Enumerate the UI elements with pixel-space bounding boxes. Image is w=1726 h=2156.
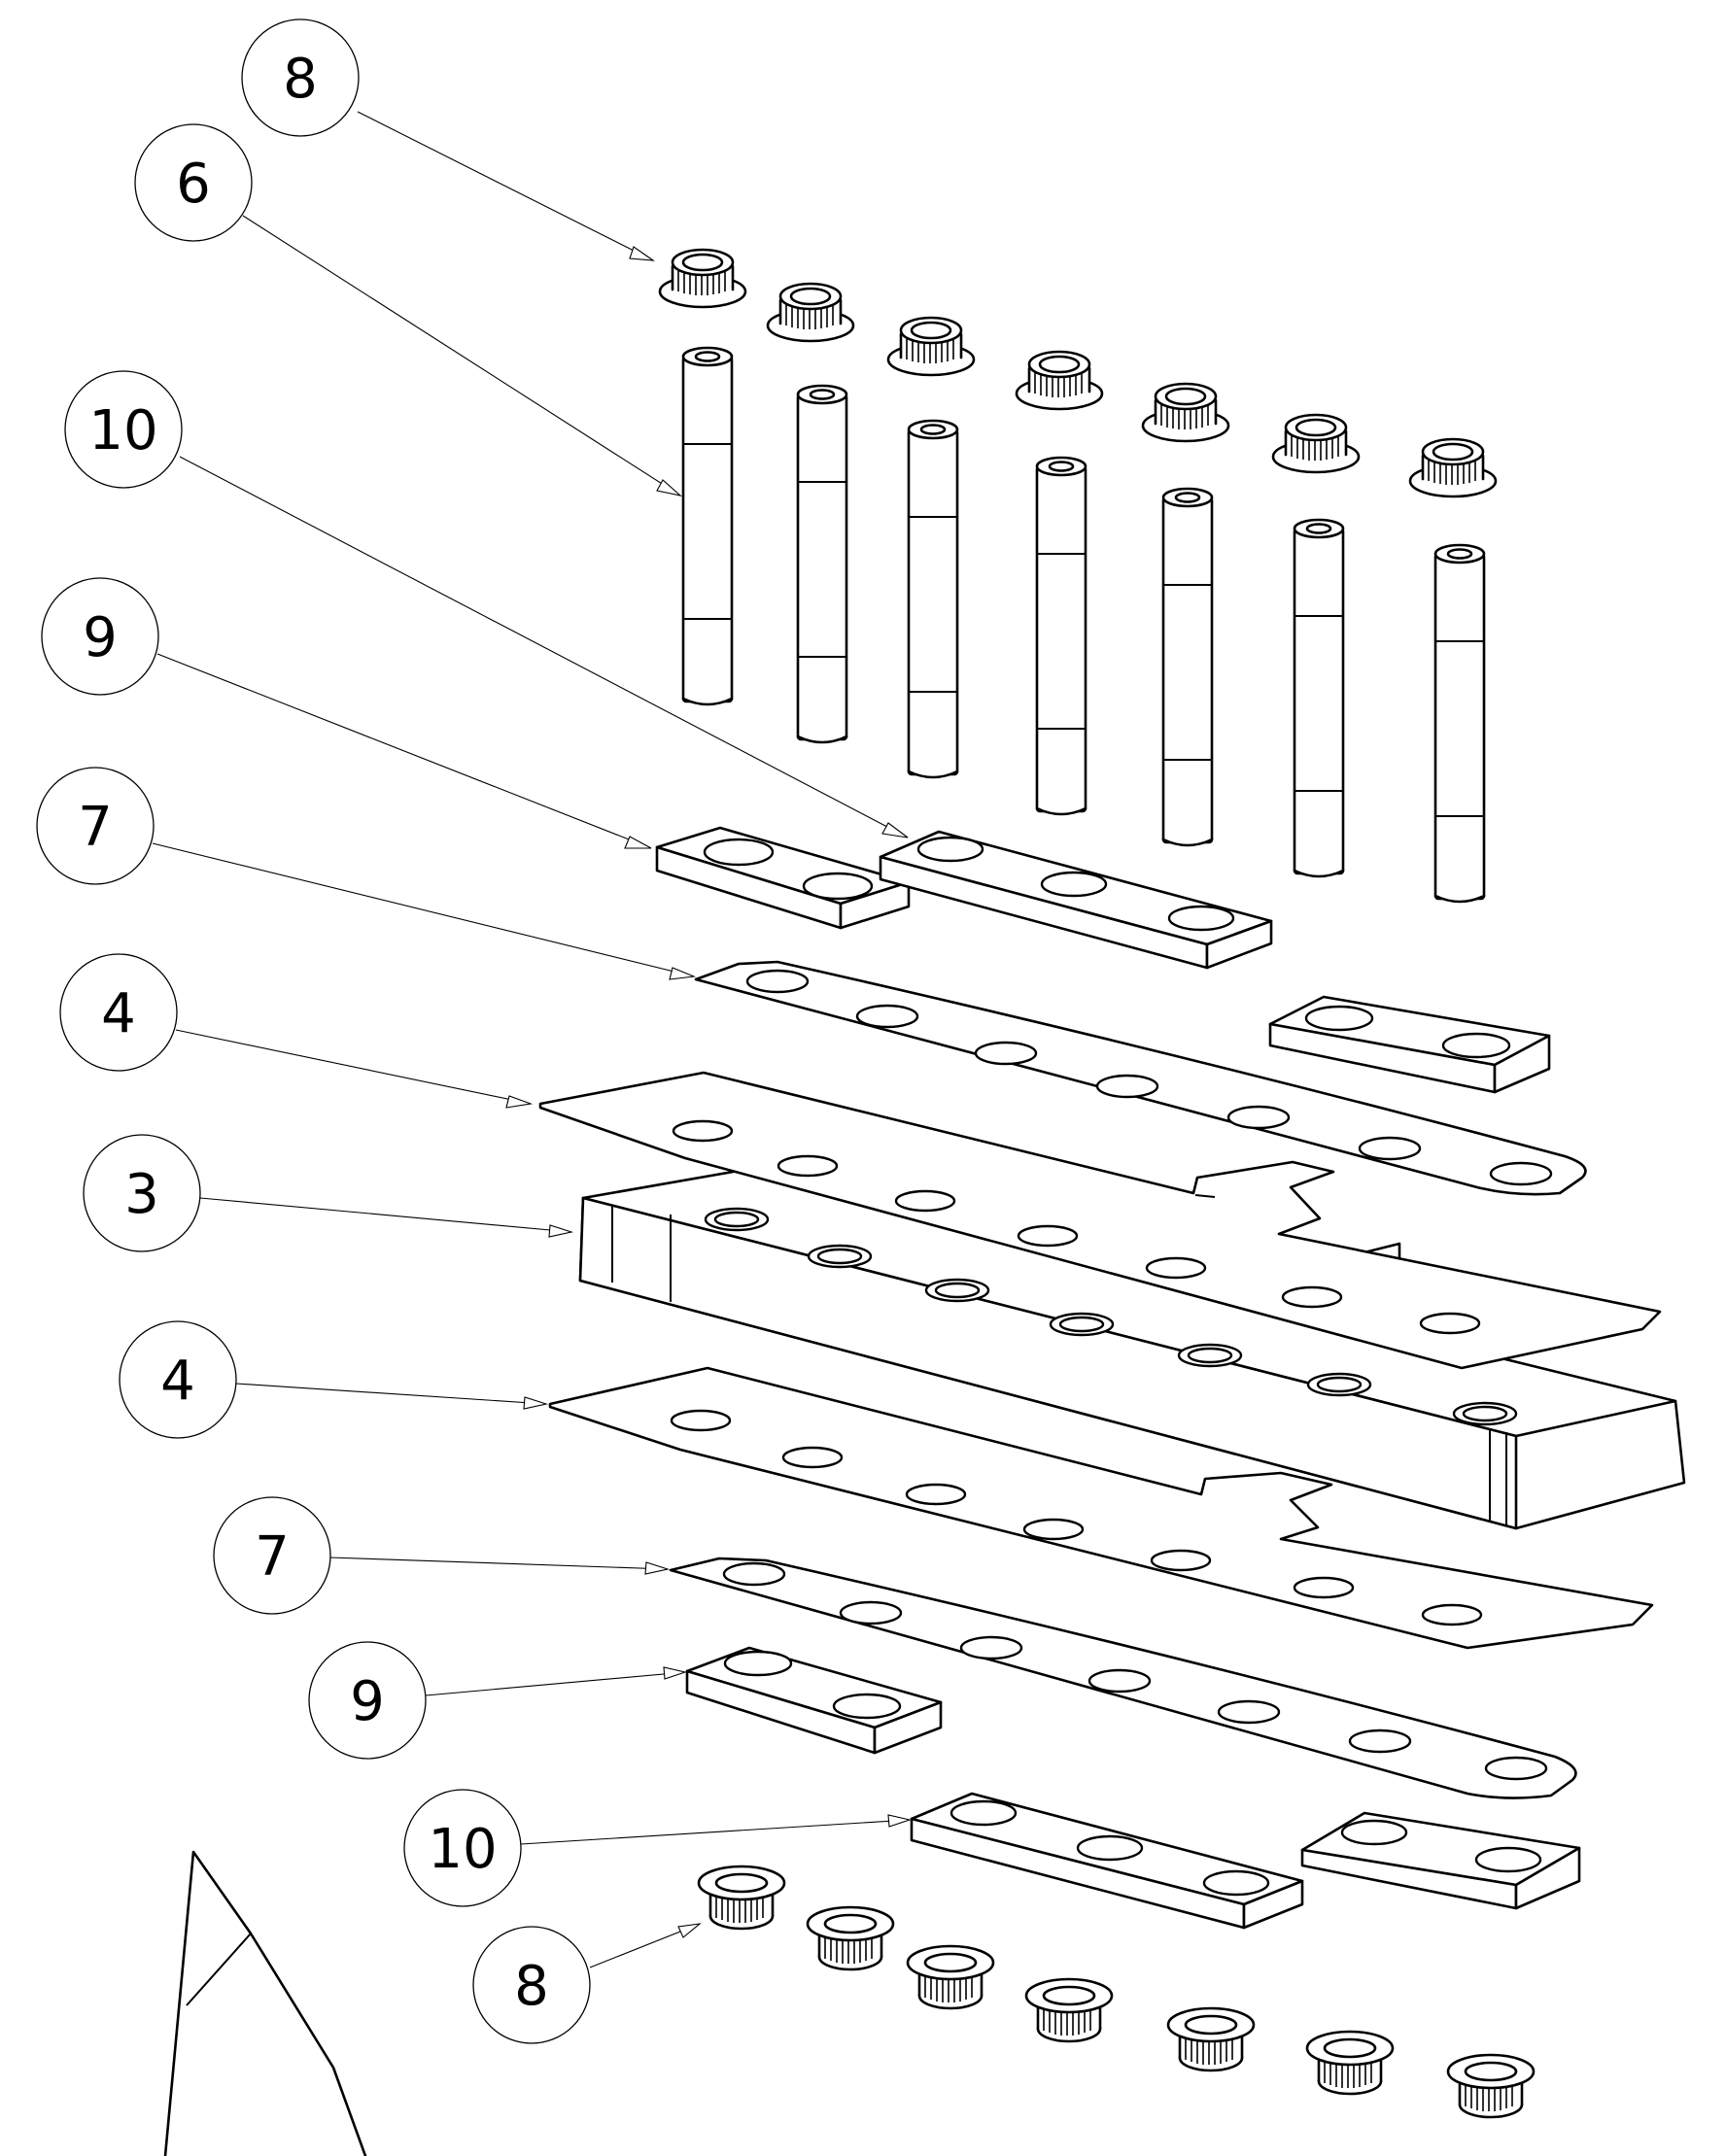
callout-label: 8 [514,1955,549,2018]
callout-label: 8 [283,48,318,111]
leader-lines [152,111,913,1968]
strip-part-7-upper [694,960,1587,1196]
callout-9-lower: 9 [308,1641,427,1760]
callout-label: 7 [78,796,113,859]
callout-10-upper: 10 [64,370,183,489]
callout-3: 3 [83,1134,201,1252]
block-part-3 [578,1169,1686,1530]
nut [1015,350,1104,411]
stud [1035,456,1087,816]
callout-8-bottom: 8 [472,1926,591,2044]
nut [1408,437,1498,498]
callout-7-lower: 7 [213,1496,331,1615]
plate-part-4-lower [548,1366,1654,1650]
strip-part-7-lower [669,1557,1577,1799]
callout-label: 9 [83,606,118,669]
callout-9-upper: 9 [41,577,159,696]
nuts-part-8-bottom [697,1865,1536,2119]
nut [766,282,855,343]
stud [907,419,959,779]
callout-label: 6 [176,153,211,216]
callout-label: 10 [88,399,157,462]
nut [697,1865,786,1931]
nut [886,316,976,377]
callout-bubbles: 8 6 10 9 7 4 3 4 [36,18,591,2044]
callout-6: 6 [134,123,253,242]
callout-label: 4 [101,982,136,1045]
bar-part-10-upper [879,830,1273,970]
nut [658,248,747,309]
nut [1446,2053,1536,2119]
bar-part-9-lower [685,1646,943,1755]
nut [1024,1977,1114,2043]
callout-8-top: 8 [241,18,360,137]
stud [796,384,848,744]
nut [1141,382,1230,443]
bar-part-10-right [1300,1811,1581,1910]
callout-label: 10 [428,1818,497,1881]
nut [1271,413,1361,474]
bar-part-9-upper [655,826,911,930]
callout-label: 9 [350,1670,385,1733]
nut [1305,2030,1395,2096]
stud [1293,518,1345,878]
partial-frame-edge [163,1850,367,2156]
callout-10-lower: 10 [403,1789,522,1907]
callout-label: 4 [160,1350,195,1413]
callout-4-lower: 4 [119,1320,237,1439]
nut [806,1905,895,1971]
stud [1161,487,1214,847]
callout-label: 3 [124,1163,159,1226]
callout-7-upper: 7 [36,767,155,885]
plate-part-4-upper [538,1071,1662,1370]
bar-part-9-right [1268,995,1551,1094]
nut [1166,2006,1256,2072]
nut [906,1944,995,2010]
callout-4-upper: 4 [59,953,178,1072]
stud [681,346,734,706]
studs-part-6 [681,346,1486,904]
callout-label: 7 [255,1525,290,1589]
bar-part-10-lower [910,1792,1304,1930]
stud [1433,543,1486,904]
